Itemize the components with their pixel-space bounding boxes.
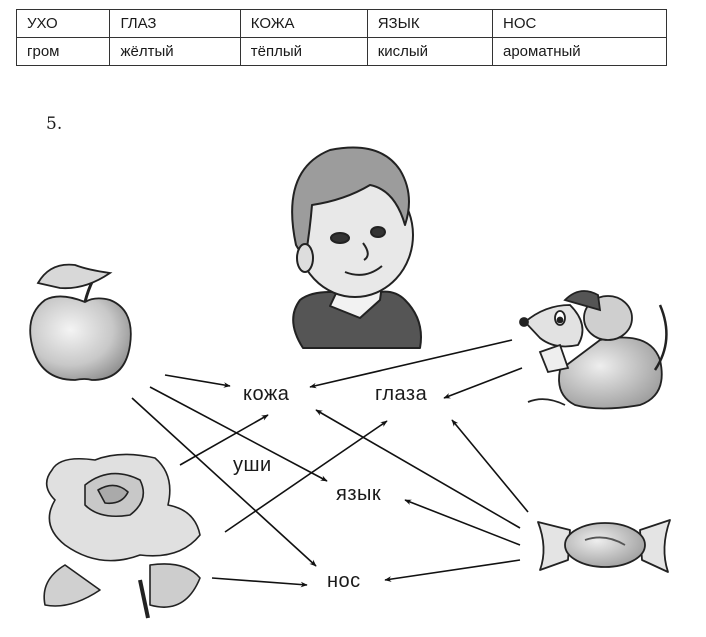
table-header-cell: ГЛАЗ [109, 9, 241, 38]
arrow-candy-nose [384, 559, 521, 582]
task-number: 5. [46, 114, 63, 134]
arrow-candy-skin [315, 409, 521, 529]
table-header-cell: НОС [492, 9, 667, 38]
word-skin: кожа [243, 383, 290, 405]
mouse-picture [519, 290, 668, 410]
table-header-row: УХО ГЛАЗ КОЖА ЯЗЫК НОС [15, 9, 667, 38]
table-cell: ароматный [492, 37, 667, 66]
arrows [131, 339, 529, 588]
arrow-mouse-skin [309, 339, 513, 389]
table-cell: жёлтый [109, 37, 241, 66]
candy-picture [537, 519, 671, 573]
word-nose: нос [327, 570, 361, 592]
table-header-cell: ЯЗЫК [366, 9, 494, 38]
word-eyes: глаза [375, 383, 428, 405]
arrow-apple-nose [131, 397, 317, 567]
arrow-rose-nose [211, 577, 308, 588]
word-tongue: язык [336, 483, 382, 505]
arrow-rose-skin [179, 414, 269, 466]
table-cell: тёплый [239, 37, 368, 66]
senses-table: УХО ГЛАЗ КОЖА ЯЗЫК НОС гром жёлтый тёплы… [15, 9, 667, 66]
table-header-cell: УХО [15, 9, 111, 38]
table-cell: кислый [366, 37, 494, 66]
word-ears: уши [233, 454, 272, 476]
arrow-candy-eyes [451, 419, 529, 513]
arrow-mouse-eyes [443, 367, 523, 399]
rose-picture [43, 453, 201, 619]
arrow-candy-tongue [404, 499, 521, 546]
boy-picture [291, 146, 422, 349]
arrow-apple-tongue [149, 386, 328, 482]
arrow-apple-skin [164, 374, 231, 388]
table-cell: гром [15, 37, 111, 66]
apple-picture [29, 263, 132, 381]
arrow-rose-eyes [224, 420, 388, 533]
table-value-row: гром жёлтый тёплый кислый ароматный [15, 37, 667, 66]
